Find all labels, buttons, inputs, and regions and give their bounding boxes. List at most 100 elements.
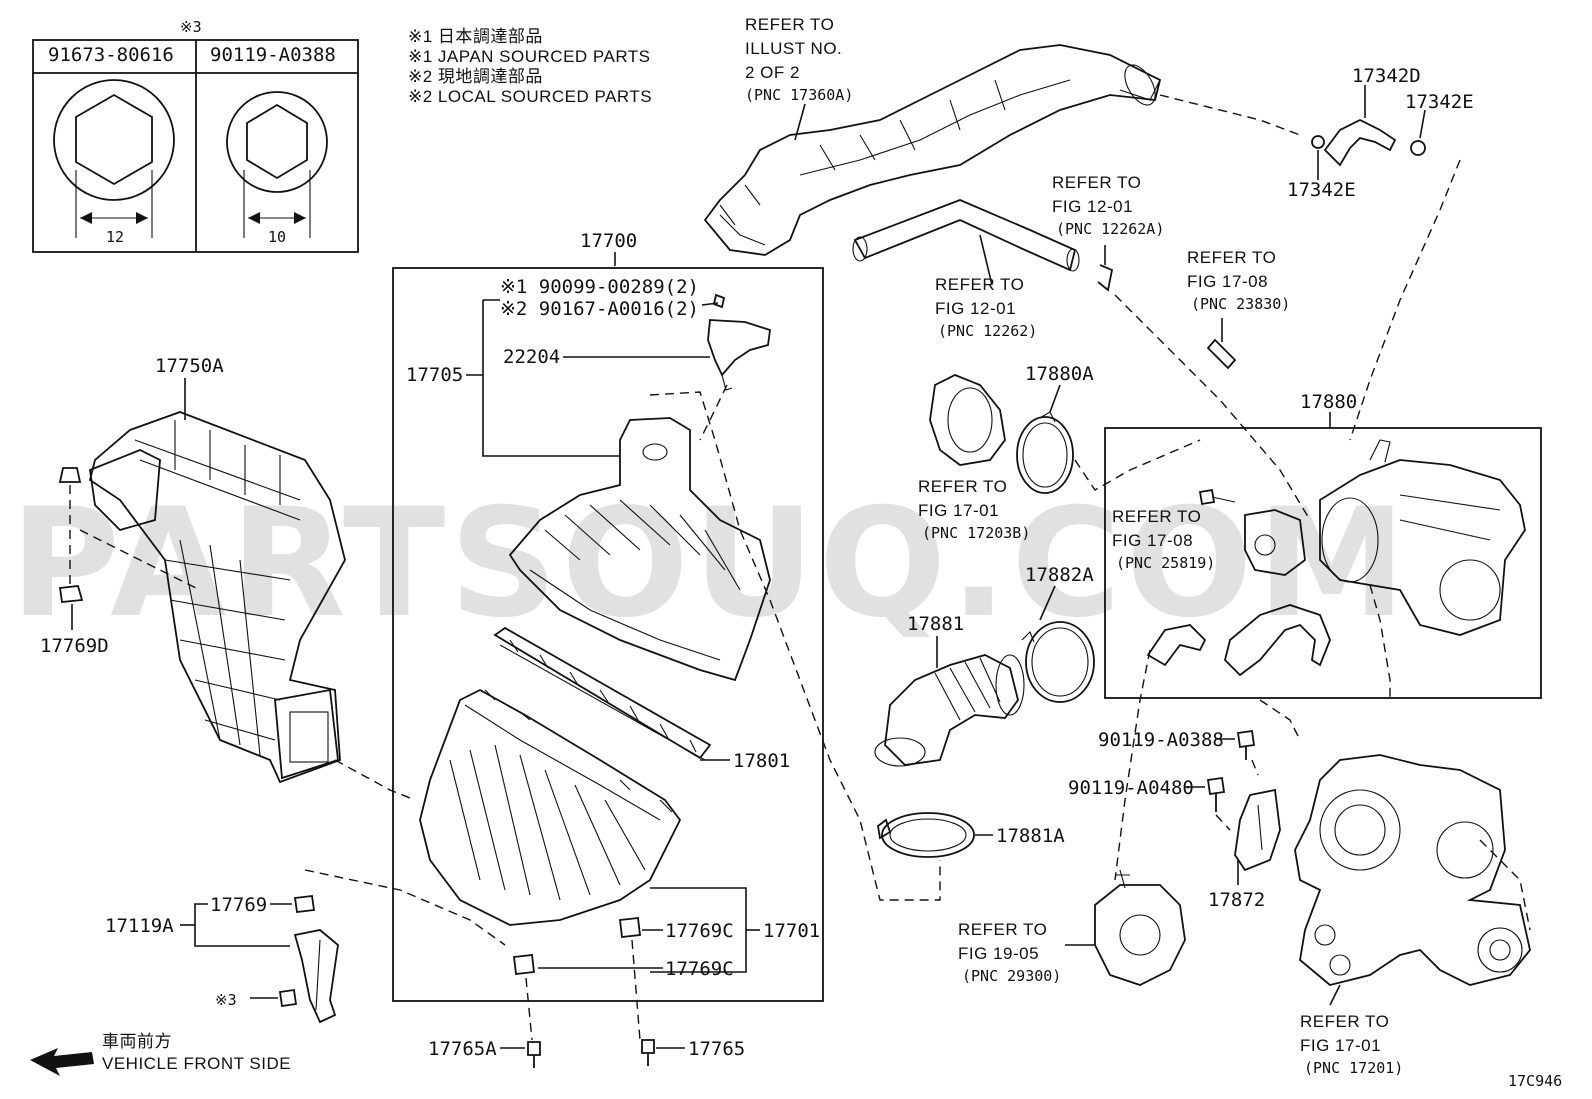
label-17119a[interactable]: 17119A	[105, 915, 174, 937]
clamp-17342e-left	[1311, 135, 1325, 149]
label-17765a[interactable]: 17765A	[428, 1038, 497, 1060]
label-17881[interactable]: 17881	[907, 613, 964, 635]
filter-element-17801	[493, 626, 712, 761]
ref-17201[interactable]: REFER TO FIG 17-01 (PNC 17201)	[1300, 1012, 1403, 1077]
inset-right-part-number[interactable]: 90119-A0388	[210, 44, 336, 66]
bolt-90119-a0388	[1236, 729, 1256, 760]
svg-text:REFER TO: REFER TO	[1187, 248, 1276, 267]
note-local-en: ※2 LOCAL SOURCED PARTS	[408, 87, 652, 106]
label-17705[interactable]: 17705	[406, 364, 463, 386]
label-17342e-bottom[interactable]: 17342E	[1287, 179, 1356, 201]
label-17342d[interactable]: 17342D	[1352, 65, 1421, 87]
svg-text:FIG 17-01: FIG 17-01	[918, 501, 999, 520]
label-17882a[interactable]: 17882A	[1025, 564, 1094, 586]
svg-text:(PNC 17360A): (PNC 17360A)	[745, 86, 853, 104]
front-arrow-icon	[30, 1048, 94, 1076]
label-17700[interactable]: 17700	[580, 230, 637, 252]
assembly-frame-17700	[392, 267, 824, 1002]
svg-text:(PNC 12262): (PNC 12262)	[938, 322, 1037, 340]
svg-text:REFER TO: REFER TO	[1300, 1012, 1389, 1031]
note-japan-jp: ※1 日本調達部品	[408, 27, 543, 46]
dashed-connection-duct-hose	[1159, 94, 1301, 136]
direction-en: VEHICLE FRONT SIDE	[102, 1054, 291, 1073]
grommet-17769	[293, 895, 316, 913]
bolt-17765	[641, 1039, 655, 1066]
screw-90099	[712, 293, 726, 309]
bolt-size-inset: ※3 91673-80616 90119-A0388 12 10	[32, 18, 359, 253]
svg-text:FIG 17-08: FIG 17-08	[1112, 531, 1193, 550]
ref-25819[interactable]: REFER TO FIG 17-08 (PNC 25819)	[1112, 507, 1215, 572]
diagram-code: 17C946	[1508, 1072, 1562, 1090]
label-90167-a0016[interactable]: ※2 90167-A0016(2)	[500, 298, 699, 320]
bracket-17872	[1234, 788, 1281, 872]
svg-text:ILLUST NO.: ILLUST NO.	[745, 39, 842, 58]
svg-text:2 OF 2: 2 OF 2	[745, 63, 800, 82]
hose-17342d	[1323, 118, 1397, 167]
air-cleaner-cover-17705	[508, 417, 771, 682]
gasket-17203b	[929, 374, 1006, 466]
label-90119-a0480[interactable]: 90119-A0480	[1068, 777, 1194, 799]
bracket-17119a	[293, 929, 339, 1024]
left-bolt-hex-icon	[75, 93, 153, 186]
inset-left-part-number[interactable]: 91673-80616	[48, 44, 174, 66]
left-bolt-size: 12	[106, 228, 124, 246]
bolt-90119-a0480	[1206, 776, 1226, 812]
label-17769d[interactable]: 17769D	[40, 635, 109, 657]
throttle-body-25819	[1244, 509, 1306, 576]
air-cleaner-case-17701	[419, 688, 682, 926]
svg-text:(PNC 25819): (PNC 25819)	[1116, 554, 1215, 572]
right-bolt-size: 10	[268, 228, 286, 246]
clamp-17882a	[1021, 621, 1095, 703]
svg-text:(PNC 23830): (PNC 23830)	[1191, 295, 1290, 313]
svg-text:(PNC 12262A): (PNC 12262A)	[1056, 220, 1164, 238]
grommet-17769c-lower	[513, 954, 535, 975]
clamp-17342e-right	[1410, 140, 1426, 156]
ref-12262[interactable]: REFER TO FIG 12-01 (PNC 12262)	[935, 275, 1037, 340]
hose-17342d-group	[1311, 85, 1426, 180]
label-17769c-upper[interactable]: 17769C	[665, 920, 734, 942]
air-inlet-duct-17750a	[88, 411, 346, 784]
label-17769[interactable]: 17769	[210, 894, 267, 916]
tube-23830	[1206, 318, 1237, 370]
label-17765[interactable]: 17765	[688, 1038, 745, 1060]
label-17872[interactable]: 17872	[1208, 889, 1265, 911]
ref-23830[interactable]: REFER TO FIG 17-08 (PNC 23830)	[1187, 248, 1290, 313]
label-90099-00289[interactable]: ※1 90099-00289(2)	[500, 276, 699, 298]
intake-manifold-17880	[1319, 439, 1526, 636]
direction-jp: 車両前方	[102, 1032, 172, 1051]
ref-17360a[interactable]: REFER TO ILLUST NO. 2 OF 2 (PNC 17360A)	[745, 15, 853, 141]
label-17750a[interactable]: 17750A	[155, 355, 224, 377]
svg-text:REFER TO: REFER TO	[958, 920, 1047, 939]
right-bolt-hex-icon	[246, 103, 308, 180]
grommet-17769c-upper	[619, 917, 641, 938]
svg-text:REFER TO: REFER TO	[935, 275, 1024, 294]
label-17769c-lower[interactable]: 17769C	[665, 958, 734, 980]
ref-17203b[interactable]: REFER TO FIG 17-01 (PNC 17203B)	[918, 477, 1030, 542]
bolt-3mark	[278, 988, 298, 1008]
assembly-frame-17880	[1104, 427, 1542, 699]
label-17881a[interactable]: 17881A	[996, 825, 1065, 847]
clamp-17880a	[1016, 411, 1074, 494]
label-17342e-top[interactable]: 17342E	[1405, 91, 1474, 113]
svg-text:(PNC 29300): (PNC 29300)	[962, 967, 1061, 985]
label-17880a[interactable]: 17880A	[1025, 363, 1094, 385]
label-22204[interactable]: 22204	[503, 346, 560, 368]
ref-29300[interactable]: REFER TO FIG 19-05 (PNC 29300)	[958, 920, 1061, 985]
dashed-connection-pipe-housing	[1114, 294, 1311, 521]
label-3mark-bolt[interactable]: ※3	[215, 991, 237, 1009]
label-90119-a0388[interactable]: 90119-A0388	[1098, 729, 1224, 751]
turbocharger-17201	[1294, 754, 1531, 986]
label-17880[interactable]: 17880	[1300, 391, 1357, 413]
ref-12262a[interactable]: REFER TO FIG 12-01 (PNC 12262A)	[1052, 173, 1164, 238]
label-17801[interactable]: 17801	[733, 750, 790, 772]
label-17701[interactable]: 17701	[763, 920, 820, 942]
right-bolt-flange	[226, 91, 328, 193]
left-bolt-flange	[53, 79, 175, 201]
bolt-housing-17880	[1198, 488, 1236, 506]
dashed-connection-inlet-case	[334, 759, 416, 801]
svg-text:FIG 12-01: FIG 12-01	[1052, 197, 1133, 216]
clamp-17881a	[877, 812, 975, 858]
dashed-connection-cover-hose	[649, 391, 941, 901]
